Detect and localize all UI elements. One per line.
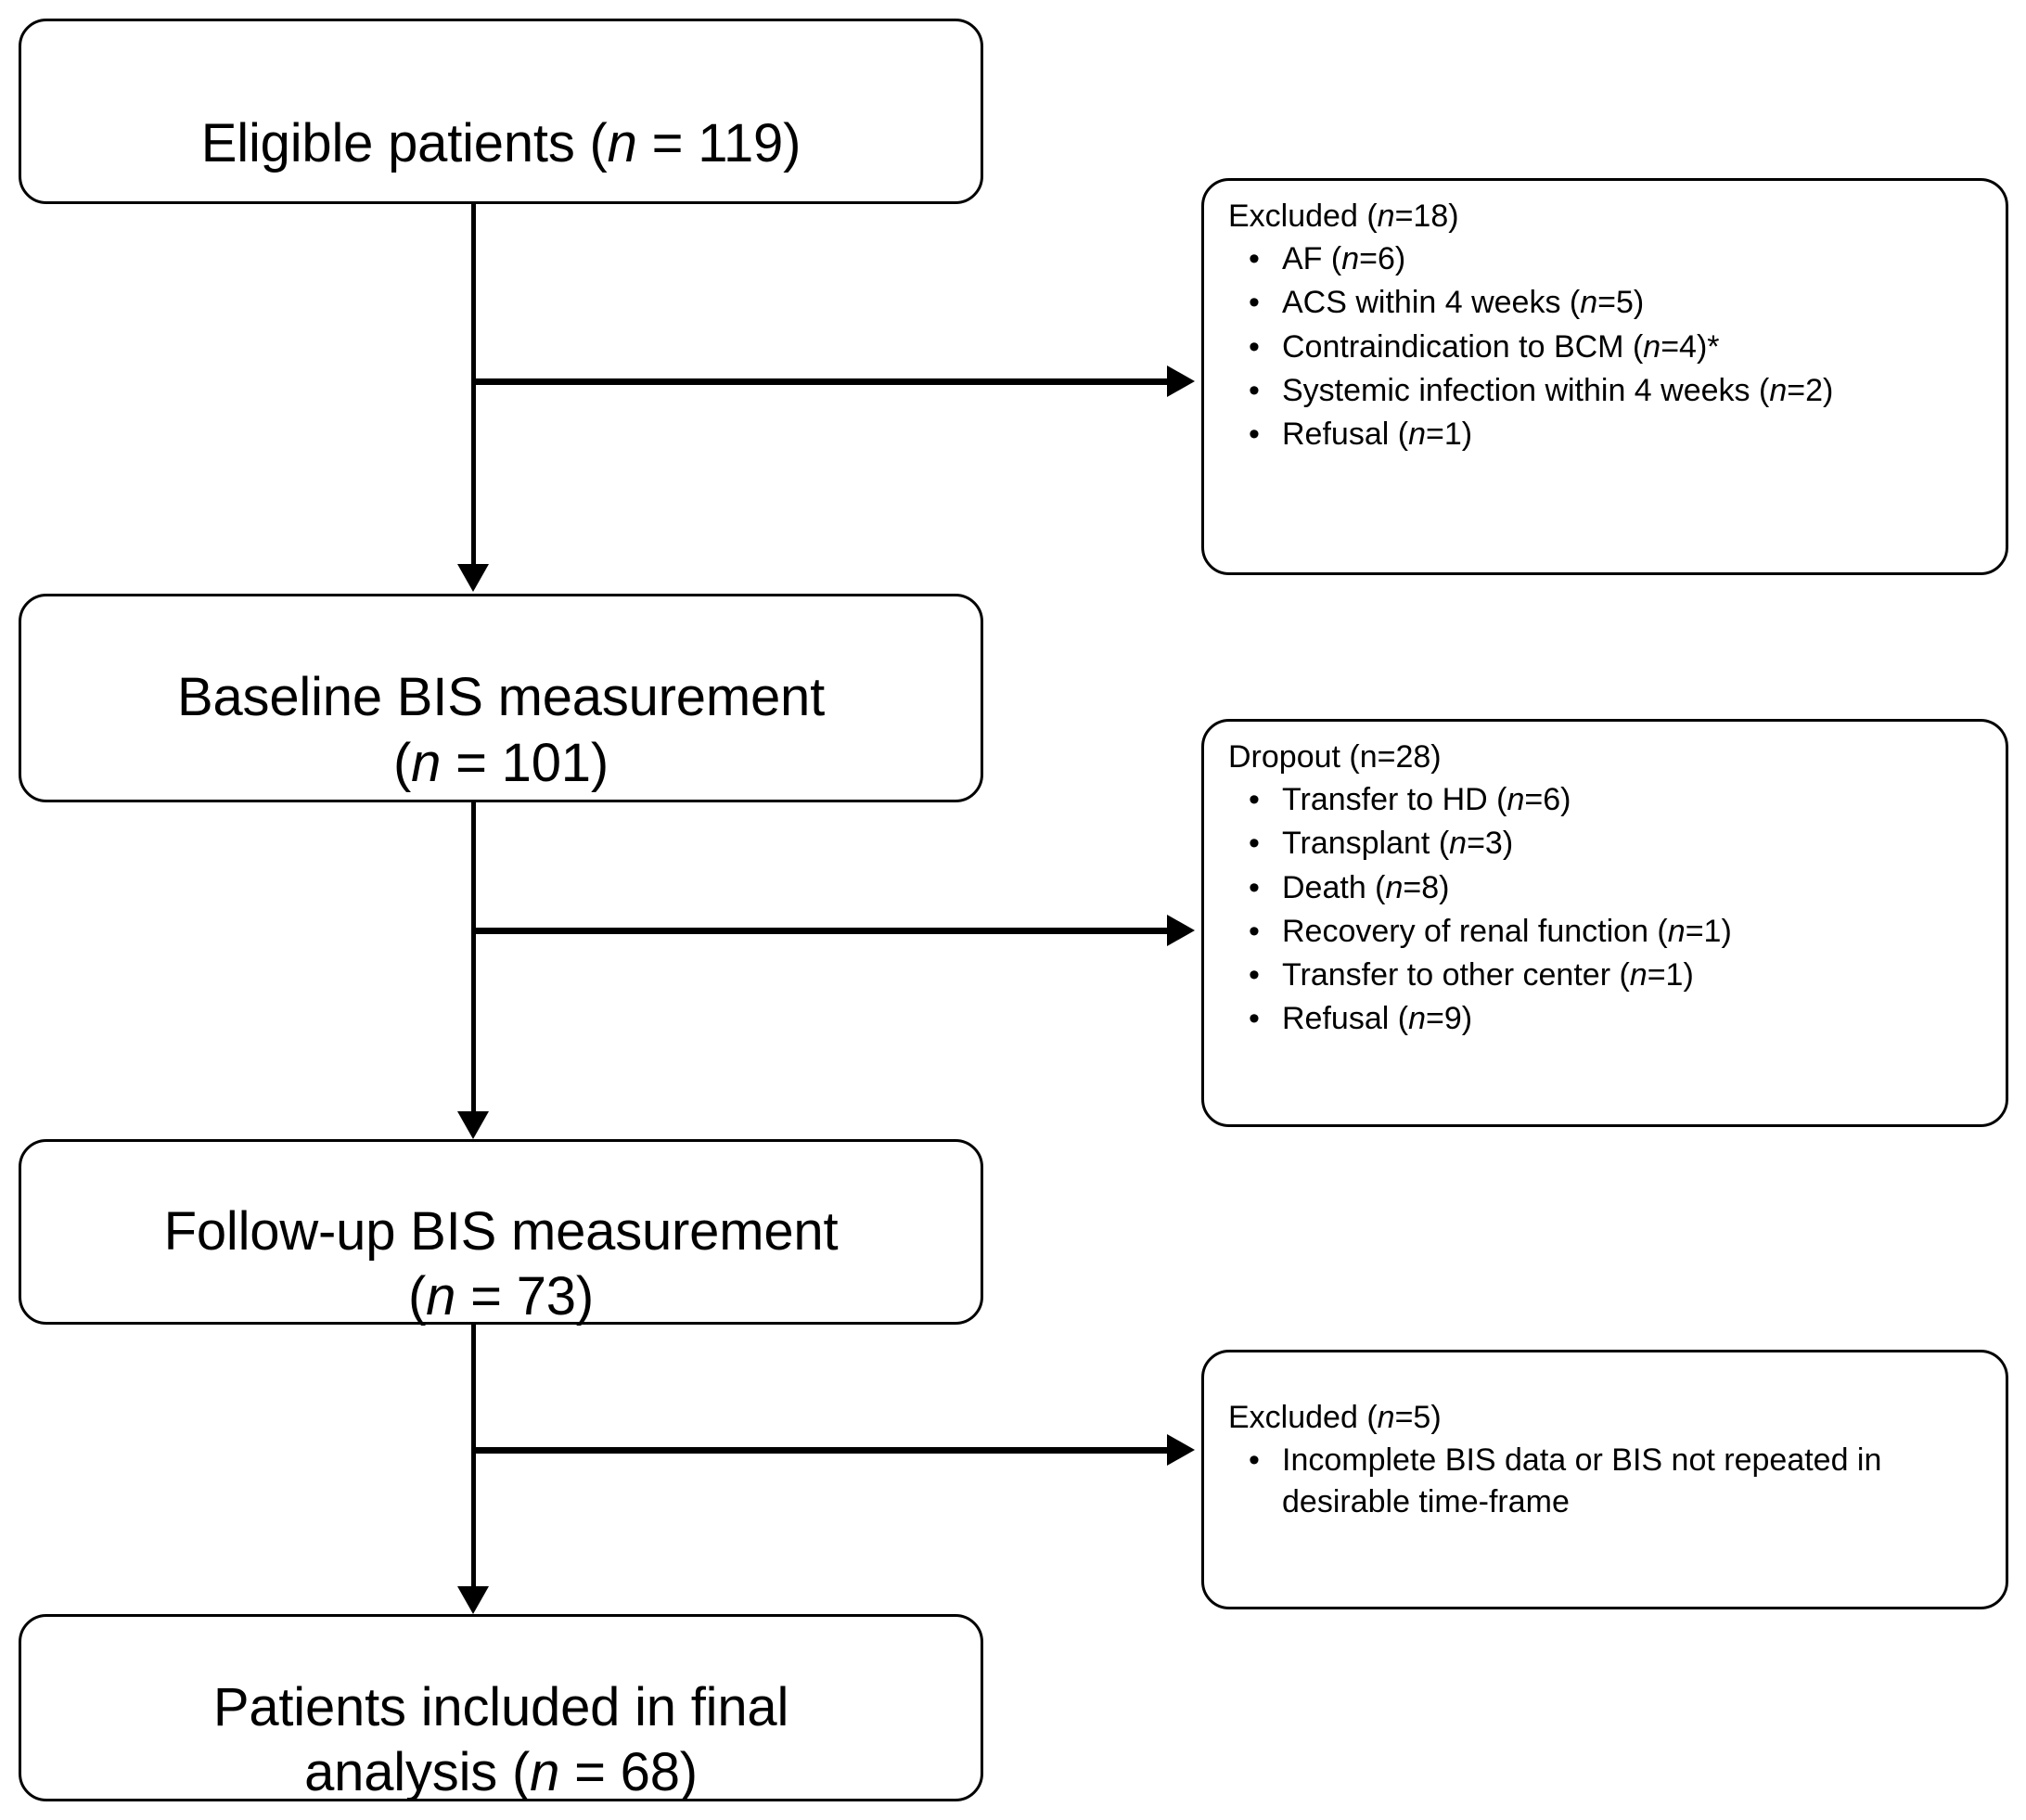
connector-branch-dropout [471, 928, 1169, 934]
node-eligible-patients-label: Eligible patients (n = 119) [200, 113, 801, 173]
arrowhead-final [457, 1586, 489, 1614]
connector-baseline-to-followup [471, 802, 476, 1113]
list-item: •Incomplete BIS data or BIS not repeated… [1228, 1440, 1985, 1523]
bullet-icon: • [1249, 1001, 1260, 1037]
list-item: •Contraindication to BCM (n=4)* [1228, 327, 1985, 368]
connector-followup-to-final [471, 1325, 476, 1589]
node-dropout-heading: Dropout (n=28) [1228, 739, 1442, 775]
arrowhead-dropout [1167, 915, 1195, 946]
bullet-icon: • [1249, 417, 1260, 453]
arrowhead-excluded-2 [1167, 1434, 1195, 1466]
bullet-icon: • [1249, 782, 1260, 818]
node-baseline-bis-label: Baseline BIS measurement(n = 101) [177, 667, 825, 793]
bullet-icon: • [1249, 826, 1260, 862]
list-item: •Refusal (n=9) [1228, 998, 1985, 1040]
node-excluded-2-list: •Incomplete BIS data or BIS not repeated… [1228, 1440, 1985, 1523]
list-item: •Death (n=8) [1228, 867, 1985, 909]
node-excluded-1-list: •AF (n=6) •ACS within 4 weeks (n=5) •Con… [1228, 238, 1985, 455]
node-excluded-2[interactable]: Excluded (n=5) •Incomplete BIS data or B… [1201, 1350, 2008, 1609]
connector-branch-excluded-1 [471, 378, 1169, 385]
node-excluded-1[interactable]: Excluded (n=18) •AF (n=6) •ACS within 4 … [1201, 178, 2008, 575]
bullet-icon: • [1249, 285, 1260, 321]
bullet-icon: • [1249, 328, 1260, 365]
bullet-icon: • [1249, 957, 1260, 993]
list-item: •Transfer to HD (n=6) [1228, 779, 1985, 821]
bullet-icon: • [1249, 372, 1260, 408]
list-item: •Recovery of renal function (n=1) [1228, 911, 1985, 953]
bullet-icon: • [1249, 241, 1260, 277]
list-item: •Transplant (n=3) [1228, 823, 1985, 865]
node-dropout[interactable]: Dropout (n=28) •Transfer to HD (n=6) •Tr… [1201, 719, 2008, 1127]
node-dropout-list: •Transfer to HD (n=6) •Transplant (n=3) … [1228, 779, 1985, 1040]
node-followup-bis-label: Follow-up BIS measurement(n = 73) [163, 1200, 839, 1327]
connector-eligible-to-baseline [471, 204, 476, 566]
bullet-icon: • [1249, 1442, 1260, 1479]
node-eligible-patients[interactable]: Eligible patients (n = 119) [19, 19, 983, 204]
list-item: •ACS within 4 weeks (n=5) [1228, 282, 1985, 324]
arrowhead-baseline [457, 564, 489, 592]
connector-branch-excluded-2 [471, 1447, 1169, 1454]
bullet-icon: • [1249, 913, 1260, 949]
list-item: •Refusal (n=1) [1228, 414, 1985, 455]
list-item: •AF (n=6) [1228, 238, 1985, 280]
bullet-icon: • [1249, 869, 1260, 905]
arrowhead-excluded-1 [1167, 365, 1195, 397]
node-baseline-bis[interactable]: Baseline BIS measurement(n = 101) [19, 594, 983, 802]
node-excluded-1-heading: Excluded (n=18) [1228, 199, 1459, 234]
list-item: •Transfer to other center (n=1) [1228, 955, 1985, 996]
arrowhead-followup [457, 1111, 489, 1139]
node-excluded-2-heading: Excluded (n=5) [1228, 1400, 1442, 1435]
list-item: •Systemic infection within 4 weeks (n=2) [1228, 370, 1985, 412]
node-followup-bis[interactable]: Follow-up BIS measurement(n = 73) [19, 1139, 983, 1327]
